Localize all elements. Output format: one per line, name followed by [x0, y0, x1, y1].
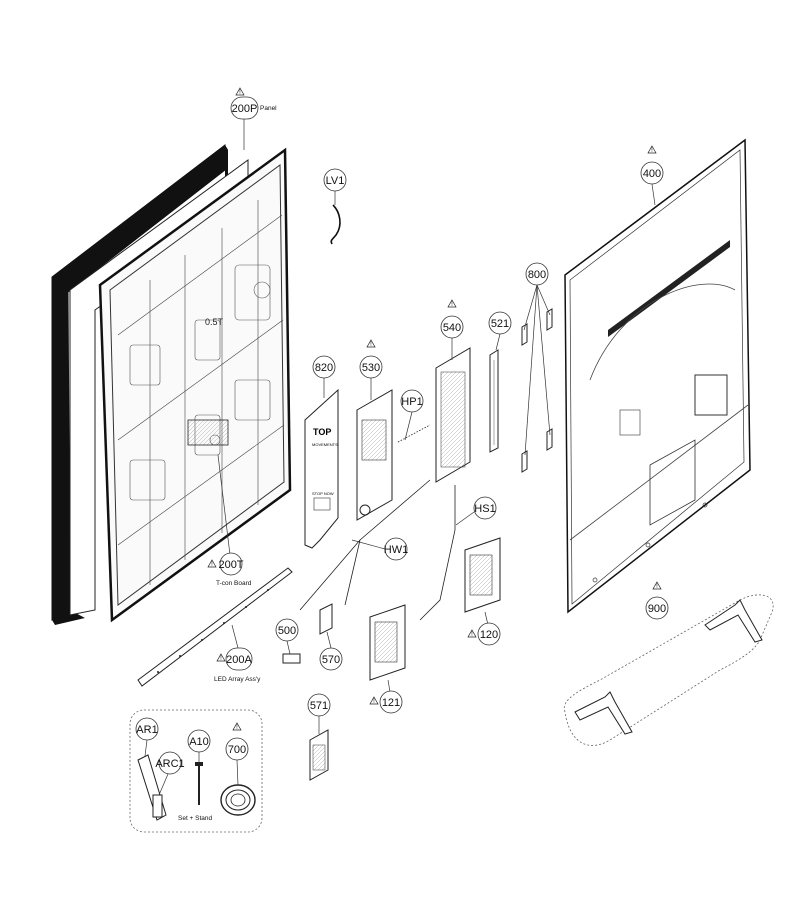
- panel-thickness-label: 0.5T: [205, 317, 224, 327]
- svg-text:HS1: HS1: [474, 503, 495, 515]
- svg-text:700: 700: [228, 744, 246, 756]
- callout-521[interactable]: 521: [488, 311, 512, 351]
- backlight-chassis: 0.5T: [98, 147, 292, 623]
- callout-900[interactable]: ! 900: [645, 581, 669, 620]
- svg-text:!: !: [451, 302, 453, 308]
- callout-200T[interactable]: ! 200T T-con Board: [207, 454, 252, 587]
- svg-text:121: 121: [382, 697, 400, 709]
- speaker-120: [464, 537, 501, 613]
- callout-HS1[interactable]: HS1: [419, 485, 497, 621]
- main-board-530: [356, 389, 393, 521]
- battery-ARC1: [152, 794, 163, 818]
- callout-800[interactable]: 800: [523, 262, 551, 456]
- callout-820[interactable]: 820: [312, 355, 336, 398]
- svg-text:820: 820: [315, 362, 333, 374]
- svg-text:HP1: HP1: [401, 396, 422, 408]
- svg-text:HW1: HW1: [384, 544, 408, 556]
- screw-A10: [195, 762, 203, 805]
- accessories-group: Set + Stand: [129, 709, 263, 833]
- stand-foot-right: [704, 599, 763, 643]
- svg-text:ARC1: ARC1: [155, 758, 184, 770]
- svg-text:!: !: [236, 725, 238, 731]
- svg-text:521: 521: [491, 318, 509, 330]
- bracket-521: [489, 349, 499, 453]
- callout-HP1[interactable]: HP1: [397, 389, 431, 443]
- svg-text:500: 500: [278, 625, 296, 637]
- svg-text:!: !: [373, 699, 375, 705]
- svg-text:Set + Stand: Set + Stand: [178, 815, 213, 822]
- callout-700[interactable]: ! 700: [225, 722, 249, 786]
- svg-text:LED Array Ass'y: LED Array Ass'y: [214, 676, 261, 683]
- svg-text:Panel: Panel: [260, 105, 277, 112]
- svg-text:STOP NOW: STOP NOW: [312, 491, 334, 496]
- svg-text:570: 570: [322, 654, 340, 666]
- power-cord-700: [220, 784, 256, 816]
- svg-text:530: 530: [362, 362, 380, 374]
- callout-530[interactable]: ! 530: [359, 339, 383, 400]
- svg-text:900: 900: [648, 603, 666, 615]
- insulator-sheet-820: TOP MOVEMENTS STOP NOW: [304, 388, 339, 549]
- svg-text:!: !: [239, 90, 241, 96]
- power-board-540: [435, 347, 471, 483]
- svg-text:!: !: [220, 656, 222, 662]
- svg-text:LV1: LV1: [326, 175, 345, 187]
- svg-text:A10: A10: [189, 736, 209, 748]
- svg-text:800: 800: [528, 269, 546, 281]
- tcon-board-on-chassis: [187, 419, 229, 446]
- svg-text:!: !: [651, 148, 653, 154]
- svg-text:MOVEMENTS: MOVEMENTS: [312, 442, 338, 447]
- callout-200P[interactable]: ! 200P Panel: [230, 87, 277, 150]
- speaker-121: [369, 604, 406, 681]
- callout-AR1[interactable]: AR1: [135, 717, 159, 757]
- svg-text:200A: 200A: [226, 654, 252, 666]
- svg-text:200P: 200P: [232, 103, 258, 115]
- svg-text:TOP: TOP: [313, 427, 331, 437]
- svg-text:AR1: AR1: [136, 724, 157, 736]
- callout-540[interactable]: ! 540: [440, 299, 464, 360]
- led-array-strip: [137, 567, 293, 687]
- svg-text:!: !: [211, 562, 213, 568]
- svg-text:!: !: [656, 584, 658, 590]
- callout-200A[interactable]: ! 200A LED Array Ass'y: [214, 624, 261, 683]
- stand-foot-left: [574, 691, 633, 735]
- callout-120[interactable]: ! 120: [467, 611, 501, 646]
- remote-receiver-500: [282, 653, 301, 664]
- back-cover-400: [564, 138, 751, 614]
- svg-text:!: !: [370, 342, 372, 348]
- key-board-570: [319, 603, 333, 635]
- callout-A10[interactable]: A10: [187, 729, 211, 762]
- sub-board-571: [309, 729, 329, 781]
- wall-mount-brackets-800: [521, 308, 553, 473]
- svg-text:T-con Board: T-con Board: [216, 580, 252, 587]
- callout-571[interactable]: 571: [307, 693, 331, 734]
- svg-text:540: 540: [443, 322, 461, 334]
- svg-text:200T: 200T: [218, 559, 243, 571]
- svg-text:!: !: [471, 632, 473, 638]
- svg-text:120: 120: [480, 629, 498, 641]
- callout-121[interactable]: ! 121: [369, 679, 403, 714]
- callout-ARC1[interactable]: ARC1: [155, 751, 185, 796]
- callout-LV1[interactable]: LV1: [323, 168, 347, 245]
- callout-400[interactable]: ! 400: [640, 145, 664, 206]
- svg-text:400: 400: [643, 168, 661, 180]
- callout-570[interactable]: 570: [319, 631, 343, 671]
- stand-assembly-group: [563, 594, 774, 746]
- callout-HW1[interactable]: HW1: [299, 479, 431, 611]
- callout-500[interactable]: 500: [275, 618, 299, 655]
- svg-text:571: 571: [310, 700, 328, 712]
